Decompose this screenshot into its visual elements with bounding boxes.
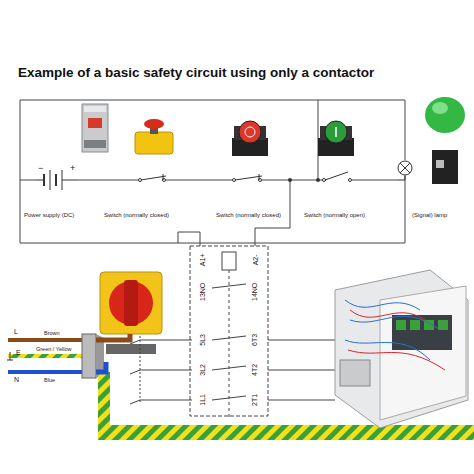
terminal-sign: − <box>38 164 43 174</box>
contact-terminal: 1L1 <box>199 394 207 406</box>
contact-terminal: 5L3 <box>199 334 207 346</box>
contact-terminal: 14NO <box>251 283 259 301</box>
stop-button-picture <box>232 121 268 156</box>
component-caption: Switch (normally open) <box>304 212 365 219</box>
contact-terminal: 13NO <box>199 283 207 301</box>
power-supply-picture <box>82 104 108 152</box>
contact-terminal: 6T3 <box>251 334 259 346</box>
wire-color: Green / Yellow <box>36 346 71 352</box>
contact-terminal: 3L2 <box>199 364 207 376</box>
power-wire <box>130 336 335 404</box>
component-caption: (Signal) lamp <box>412 212 447 219</box>
coil-terminal: A2- <box>251 255 259 266</box>
diagram-title: Example of a basic safety circuit using … <box>18 66 374 81</box>
wire-color: Brown <box>44 330 60 336</box>
component-caption: Switch (normally closed) <box>104 212 169 219</box>
wire-name: N <box>14 376 19 384</box>
contactor-symbol <box>190 246 268 418</box>
component-caption: Power supply (DC) <box>24 212 74 219</box>
wire-color: Blue <box>44 377 55 383</box>
component-caption: Switch (normally closed) <box>216 212 281 219</box>
lamp-symbol <box>397 161 412 180</box>
control-wire <box>20 100 405 246</box>
signal-lamp-picture <box>425 97 465 184</box>
emergency-stop-picture <box>135 119 173 154</box>
contact-terminal: 4T2 <box>251 364 259 376</box>
contact-terminal: 2T1 <box>251 394 259 406</box>
wire-name: L <box>14 328 18 336</box>
start-button-picture <box>318 121 354 156</box>
control-box-picture <box>335 270 468 428</box>
coil-terminal: A1+ <box>199 254 207 267</box>
switch-symbol <box>139 172 352 182</box>
wire-name: E <box>16 349 21 357</box>
earth-symbol <box>7 352 13 360</box>
terminal-sign: + <box>70 164 75 174</box>
